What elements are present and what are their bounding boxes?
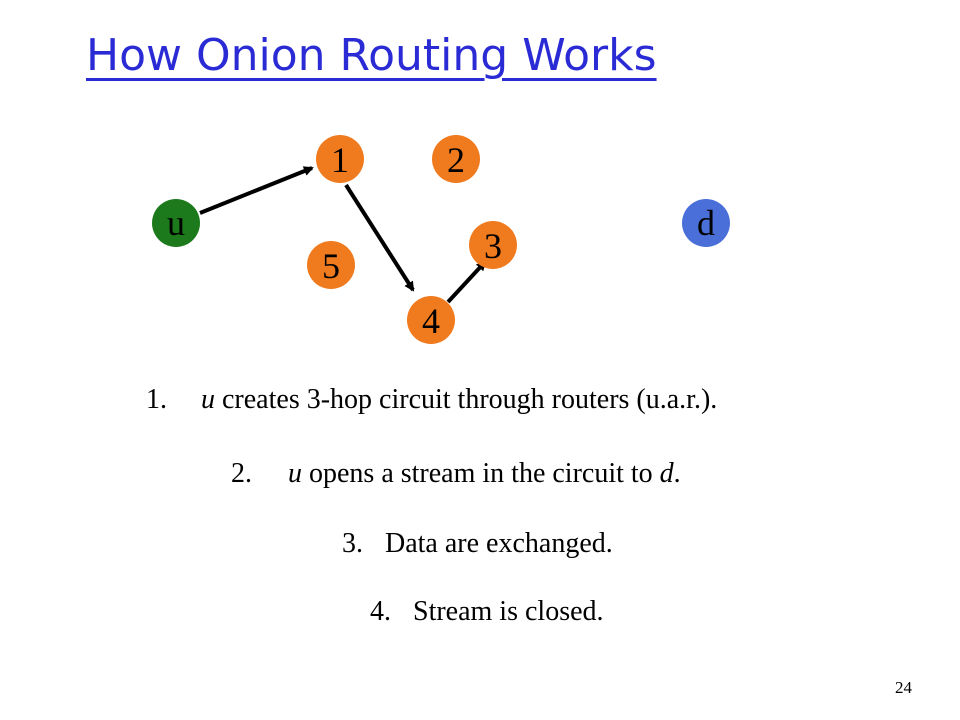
node-u: u (152, 199, 200, 247)
svg-text:4: 4 (422, 301, 440, 341)
edge-u-to-1 (199, 166, 314, 215)
edge-4-to-3 (446, 260, 487, 304)
step-number: 2. (231, 458, 252, 489)
svg-text:d: d (697, 203, 715, 243)
svg-text:5: 5 (322, 246, 340, 286)
step-number: 4. (370, 596, 391, 627)
node-router-1: 1 (316, 135, 364, 183)
node-router-5: 5 (307, 241, 355, 289)
slide-title: How Onion Routing Works (86, 30, 657, 81)
edge-1-to-4 (344, 183, 415, 292)
svg-text:2: 2 (447, 140, 465, 180)
node-router-4: 4 (407, 296, 455, 344)
svg-text:3: 3 (484, 226, 502, 266)
step-number: 1. (146, 384, 167, 415)
step-text: opens a stream in the circuit to (302, 458, 660, 489)
step-subject: u (201, 384, 215, 415)
step-number: 3. (342, 528, 363, 559)
step-2: 2. u opens a stream in the circuit to d. (231, 458, 681, 489)
step-text: Stream is closed. (413, 596, 604, 627)
step-subject: u (288, 458, 302, 489)
step-text: creates 3-hop circuit through routers (u… (215, 384, 718, 415)
step-3: 3. Data are exchanged. (342, 528, 613, 560)
node-d: d (682, 199, 730, 247)
node-router-2: 2 (432, 135, 480, 183)
svg-text:u: u (167, 203, 185, 243)
step-target: d (659, 458, 674, 489)
slide-number: 24 (895, 678, 912, 697)
step-text: Data are exchanged. (385, 528, 613, 559)
step-4: 4. Stream is closed. (370, 596, 604, 628)
step-1: 1. u creates 3-hop circuit through route… (146, 384, 717, 416)
node-router-3: 3 (469, 221, 517, 269)
svg-text:1: 1 (331, 140, 349, 180)
